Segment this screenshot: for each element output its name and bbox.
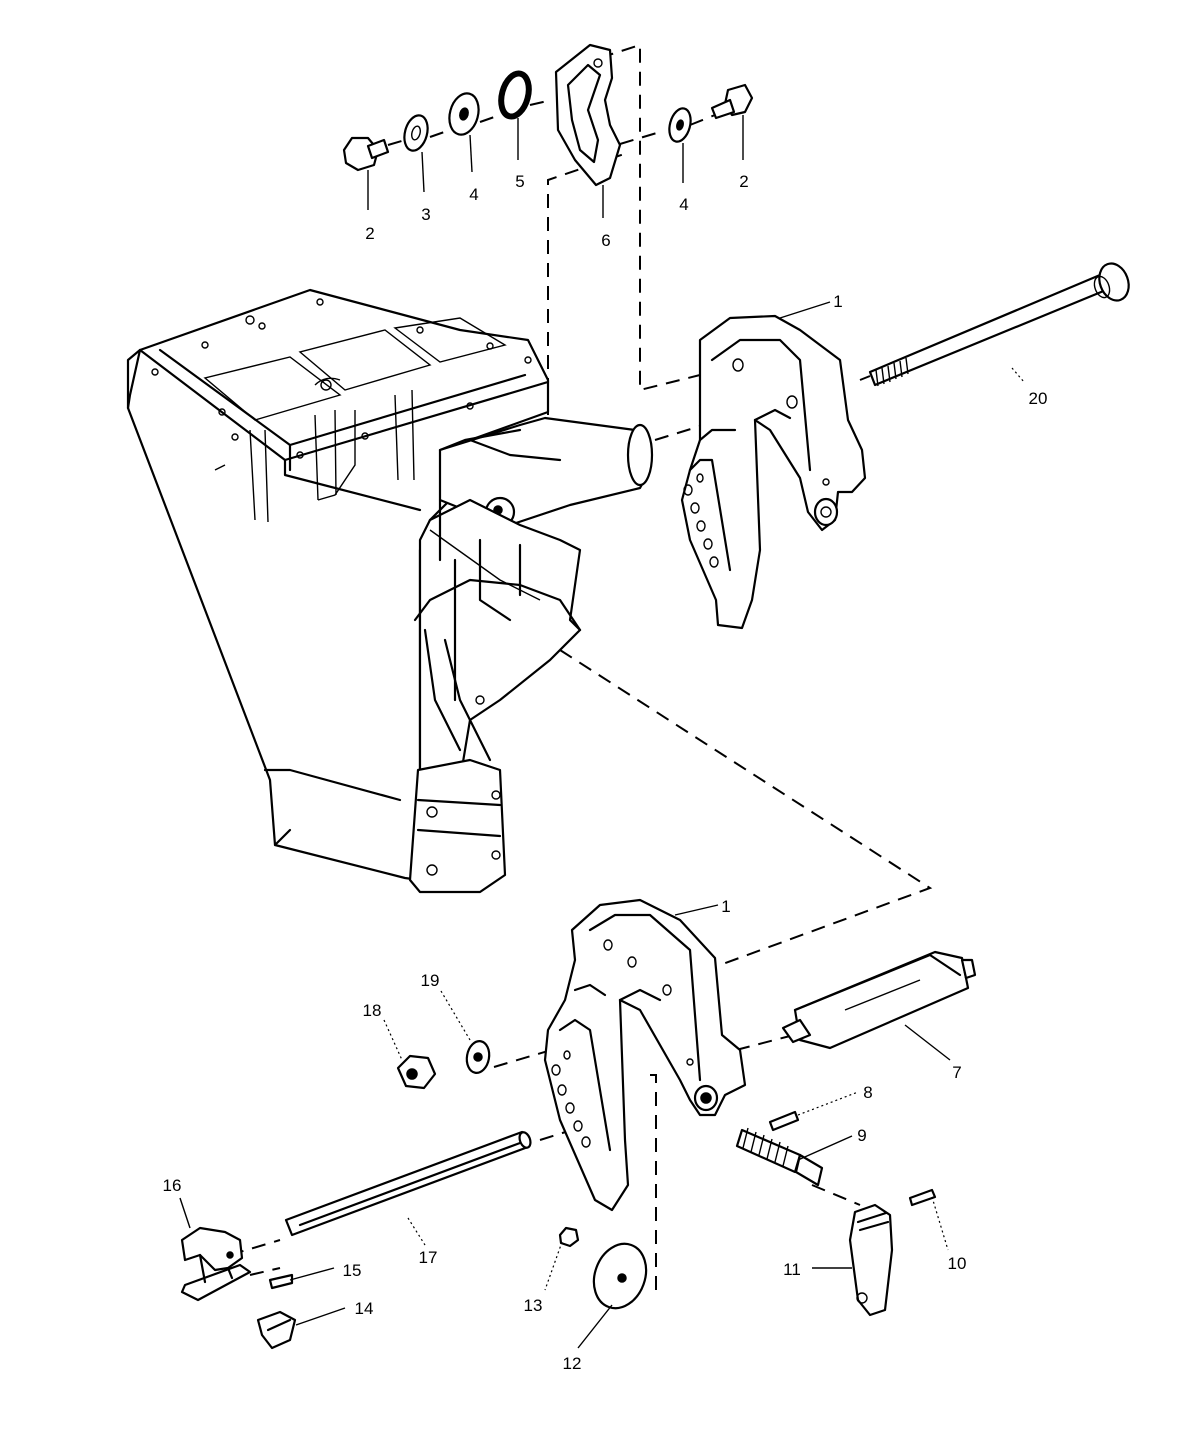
- callout-2-left: 2: [365, 224, 374, 243]
- callout-4-left: 4: [469, 185, 478, 204]
- pivot-bolt: [868, 262, 1130, 387]
- callout-2-right: 2: [739, 172, 748, 191]
- callout-4-right: 4: [679, 195, 688, 214]
- clamp-bracket-lower: [543, 898, 747, 1212]
- callout-7: 7: [952, 1063, 961, 1082]
- leader-lines: [179, 115, 1025, 1349]
- callout-15: 15: [343, 1261, 362, 1280]
- callout-20: 20: [1029, 389, 1048, 408]
- callout-9: 9: [857, 1126, 866, 1145]
- callout-labels: 2 3 4 5 6 4 2 1 20 1 19 18 7 8 9 16 17 1…: [163, 172, 1048, 1373]
- callout-10: 10: [948, 1254, 967, 1273]
- callout-6: 6: [601, 231, 610, 250]
- callout-19: 19: [421, 971, 440, 990]
- callout-13: 13: [524, 1296, 543, 1315]
- swivel-bracket: [408, 416, 654, 894]
- callout-11: 11: [783, 1260, 801, 1279]
- callout-1-lower: 1: [721, 897, 730, 916]
- clamp-bracket-upper: [680, 314, 867, 630]
- callout-12: 12: [563, 1354, 582, 1373]
- callout-18: 18: [363, 1001, 382, 1020]
- callout-5: 5: [515, 172, 524, 191]
- lower-hardware: [180, 950, 977, 1350]
- assembly-guide-lines: [229, 43, 933, 1295]
- callout-17: 17: [419, 1248, 438, 1267]
- callout-8: 8: [863, 1083, 872, 1102]
- top-hardware: [342, 43, 754, 187]
- callout-1-upper: 1: [833, 292, 842, 311]
- callout-16: 16: [163, 1176, 182, 1195]
- callout-3: 3: [421, 205, 430, 224]
- callout-14: 14: [355, 1299, 374, 1318]
